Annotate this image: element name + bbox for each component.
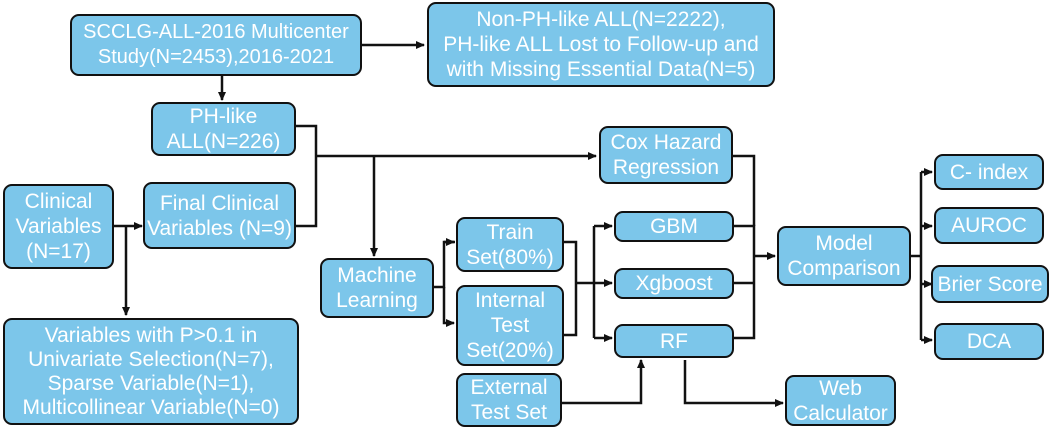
node-clinical: Clinical Variables (N=17) xyxy=(3,184,114,269)
node-dca: DCA xyxy=(934,323,1044,360)
node-auroc: AUROC xyxy=(934,207,1044,244)
node-gbm: GBM xyxy=(614,211,734,242)
bracket-sets xyxy=(564,240,578,337)
node-train-set: Train Set(80%) xyxy=(456,217,564,272)
node-rf: RF xyxy=(614,324,734,358)
node-cox: Cox Hazard Regression xyxy=(599,126,733,184)
node-machine-learning: Machine Learning xyxy=(320,258,434,318)
node-final-clinical: Final Clinical Variables (N=9) xyxy=(143,182,296,249)
node-excluded: Non-PH-like ALL(N=2222), PH-like ALL Los… xyxy=(427,2,775,87)
node-model-comparison: Model Comparison xyxy=(777,226,911,286)
node-c-index: C- index xyxy=(934,154,1044,190)
node-brier-score: Brier Score xyxy=(931,265,1049,303)
node-internal-test: Internal Test Set(20%) xyxy=(456,285,564,366)
node-web-calculator: Web Calculator xyxy=(785,375,896,426)
node-external-test: External Test Set xyxy=(456,373,562,427)
arrow-ml-to-sets xyxy=(434,240,455,289)
bracket-merge xyxy=(296,124,318,228)
cox-to-bracket xyxy=(733,154,756,226)
node-study: SCCLG-ALL-2016 Multicenter Study(N=2453)… xyxy=(70,14,362,76)
node-xgboost: Xgboost xyxy=(614,268,734,299)
node-phlike: PH-like ALL(N=226) xyxy=(151,102,296,156)
arrow-external-to-rf xyxy=(562,359,645,405)
node-variables-removed: Variables with P>0.1 in Univariate Selec… xyxy=(3,318,299,425)
arrow-rf-to-web xyxy=(683,360,784,407)
